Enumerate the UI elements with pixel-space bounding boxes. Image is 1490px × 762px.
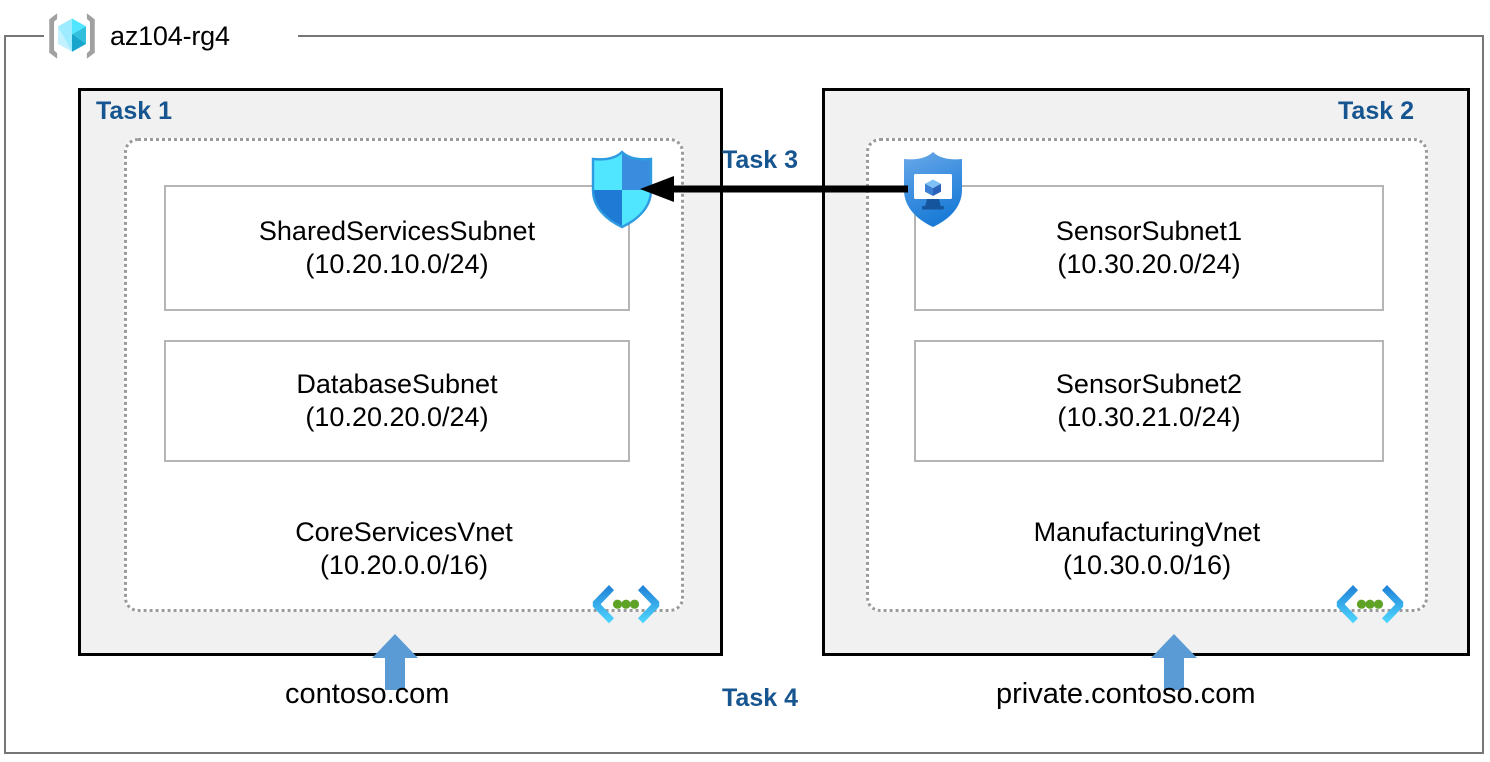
resource-group-header: az104-rg4: [44, 6, 238, 66]
vnet-brackets-icon: [1336, 585, 1404, 624]
vnet-name: ManufacturingVnet: [1033, 517, 1261, 547]
defender-vm-shield-icon: [904, 152, 962, 227]
subnet-name: SharedServicesSubnet: [258, 216, 536, 247]
subnet-databasesubnet: DatabaseSubnet (10.20.20.0/24): [164, 340, 630, 462]
resource-group-boundary-top-left: [4, 35, 44, 37]
vnet-brackets-icon: [592, 585, 660, 624]
subnet-sensorsubnet1: SensorSubnet1 (10.30.20.0/24): [914, 185, 1384, 311]
dns-link-arrow-up-icon: [372, 634, 418, 690]
resource-group-name: az104-rg4: [110, 20, 230, 51]
vnet-cidr: (10.20.0.0/16): [319, 549, 489, 580]
dns-zone-private-contoso: private.contoso.com: [996, 678, 1256, 710]
subnet-sharedservicessubnet: SharedServicesSubnet (10.20.10.0/24): [164, 185, 630, 311]
subnet-cidr: (10.30.21.0/24): [1057, 402, 1241, 432]
dns-zone-contoso: contoso.com: [285, 678, 450, 710]
subnet-cidr: (10.20.20.0/24): [305, 402, 489, 432]
subnet-name: SensorSubnet1: [1055, 216, 1243, 247]
dns-link-arrow-up-icon: [1151, 634, 1197, 690]
resource-group-boundary: [4, 36, 1484, 754]
subnet-name: DatabaseSubnet: [296, 369, 498, 400]
task2-label: Task 2: [1338, 97, 1414, 125]
vnet-manufacturing-caption: ManufacturingVnet (10.30.0.0/16): [866, 516, 1428, 582]
vnet-cidr: (10.30.0.0/16): [1062, 549, 1232, 580]
subnet-cidr: (10.20.10.0/24): [305, 249, 489, 279]
subnet-name: SensorSubnet2: [1055, 369, 1243, 400]
task4-label: Task 4: [722, 684, 798, 712]
firewall-shield-icon: [591, 150, 653, 229]
resource-group-cube-icon: [49, 13, 95, 59]
resource-group-boundary-top-right: [298, 35, 1484, 37]
subnet-cidr: (10.30.20.0/24): [1057, 249, 1241, 279]
task3-label: Task 3: [722, 146, 798, 174]
vnet-core-services-caption: CoreServicesVnet (10.20.0.0/16): [124, 516, 684, 582]
subnet-sensorsubnet2: SensorSubnet2 (10.30.21.0/24): [914, 340, 1384, 462]
task1-label: Task 1: [96, 97, 172, 125]
vnet-peering-arrow: [640, 176, 908, 202]
vnet-name: CoreServicesVnet: [295, 517, 513, 547]
